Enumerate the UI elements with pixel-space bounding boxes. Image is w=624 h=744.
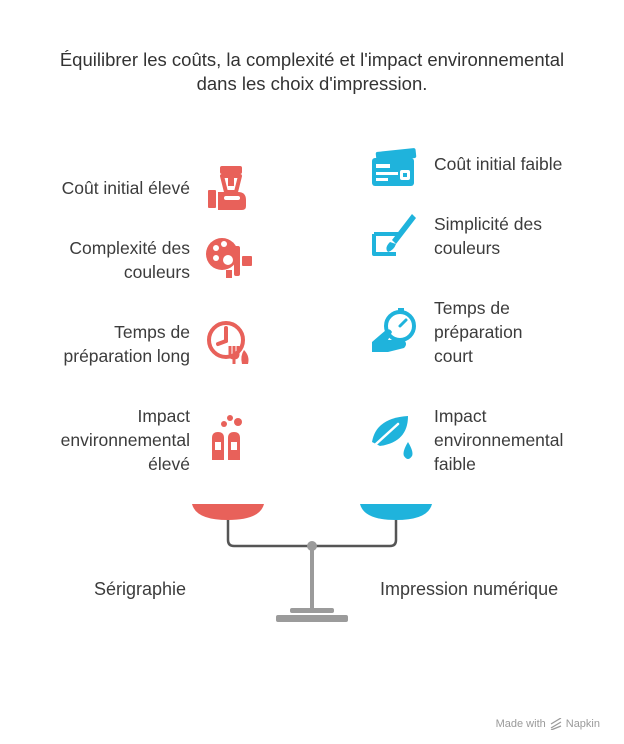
- left-item-cost-line: Coût initial élevé: [61, 178, 190, 198]
- right-item-impact-line-1: Impact: [434, 406, 487, 426]
- left-item-impact-line-1: Impact: [137, 406, 190, 426]
- scale-beam: [226, 520, 398, 548]
- clock-timer-icon: [204, 316, 256, 368]
- footer: Made with Napkin: [496, 718, 600, 730]
- stopwatch-hand-icon: [368, 306, 420, 358]
- color-palette-icon: [204, 232, 256, 284]
- paintbrush-icon: [368, 208, 420, 260]
- left-item-colors-line-1: Complexité des: [69, 238, 190, 258]
- left-item-impact-line-2: environnemental: [60, 430, 190, 450]
- right-item-colors-line-1: Simplicité des: [434, 214, 542, 234]
- right-item-cost-line: Coût initial faible: [434, 154, 563, 174]
- right-item-impact-line-2: environnemental: [434, 430, 564, 450]
- pollution-bottles-icon: [204, 412, 256, 464]
- right-item-colors: Simplicité des couleurs: [434, 212, 542, 260]
- left-item-colors-line-2: couleurs: [123, 262, 190, 282]
- scale-base: [276, 615, 348, 622]
- right-pan: [360, 504, 432, 520]
- right-label: Impression numérique: [380, 579, 559, 599]
- left-item-cost: Coût initial élevé: [62, 176, 190, 200]
- right-item-cost: Coût initial faible: [434, 152, 562, 176]
- left-item-impact: Impact environnemental élevé: [61, 404, 190, 476]
- credit-card-icon: [368, 144, 420, 196]
- right-item-impact: Impact environnemental faible: [434, 404, 563, 476]
- right-item-time-line-1: Temps de: [434, 298, 510, 318]
- scale-pole: [310, 546, 314, 610]
- footer-brand: Napkin: [565, 718, 600, 730]
- cash-register-hand-icon: [204, 162, 256, 214]
- title-line-2: dans les choix d'impression.: [196, 73, 428, 94]
- left-item-colors: Complexité des couleurs: [69, 236, 190, 284]
- napkin-logo-icon: [550, 718, 562, 730]
- left-item-time-line-2: préparation long: [63, 346, 190, 366]
- left-item-impact-line-3: élevé: [148, 454, 190, 474]
- right-item-impact-line-3: faible: [434, 454, 476, 474]
- left-pan: [192, 504, 264, 520]
- right-item-time-line-3: court: [434, 346, 473, 366]
- diagram-title: Équilibrer les coûts, la complexité et l…: [0, 48, 624, 96]
- footer-made-with: Made with: [495, 718, 546, 730]
- left-label: Sérigraphie: [94, 579, 187, 599]
- title-line-1: Équilibrer les coûts, la complexité et l…: [59, 49, 565, 70]
- left-item-time-line-1: Temps de: [114, 322, 190, 342]
- left-item-time: Temps de préparation long: [64, 320, 190, 368]
- scale-pivot: [307, 541, 317, 551]
- leaf-drop-icon: [368, 410, 420, 462]
- right-item-time-line-2: préparation: [434, 322, 523, 342]
- right-item-colors-line-2: couleurs: [434, 238, 501, 258]
- scale-base-top: [290, 608, 334, 613]
- right-item-time: Temps de préparation court: [434, 296, 523, 368]
